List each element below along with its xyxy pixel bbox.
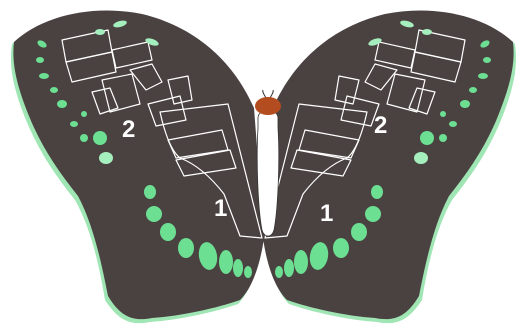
right-wing-spot	[284, 259, 294, 277]
left-wing-spot	[81, 111, 87, 117]
right-wing: 2 1	[263, 10, 516, 323]
left-wing-spot	[160, 223, 176, 241]
right-wing-spot	[478, 73, 488, 79]
right-wing-spot	[333, 238, 349, 258]
left-wing-spot	[95, 29, 105, 35]
left-wing-spot	[70, 121, 78, 127]
antenna-left	[263, 90, 266, 98]
left-region-label-1: 1	[214, 195, 227, 222]
left-wing-spot	[80, 134, 88, 142]
right-wing-spot	[294, 250, 308, 274]
right-region-label-2: 2	[374, 112, 387, 139]
right-wing-spot	[420, 131, 434, 145]
right-wing-spot	[460, 100, 470, 108]
right-wing-spot	[422, 29, 432, 35]
right-wing-spot	[351, 223, 367, 241]
right-wing-spot	[275, 266, 283, 278]
right-wing-spot	[469, 87, 477, 93]
right-wing-spot	[371, 185, 383, 199]
left-region-label-2: 2	[122, 116, 135, 143]
left-wing-spot	[146, 206, 162, 222]
left-wing-spot	[50, 87, 58, 93]
right-wing-spot	[440, 111, 446, 117]
left-wing-spot	[233, 259, 243, 277]
left-wing-spot	[93, 131, 107, 145]
left-wing-spot	[99, 152, 113, 164]
left-wing-spot	[39, 73, 49, 79]
right-region-label-1: 1	[320, 200, 333, 227]
right-wing-spot	[483, 57, 491, 63]
left-wing-spot	[178, 238, 194, 258]
antenna-right	[270, 90, 273, 98]
left-wing-spot	[144, 185, 156, 199]
left-wing-spot	[244, 266, 252, 278]
right-wing-spot	[365, 206, 381, 222]
left-wing: 2 1	[11, 10, 264, 323]
left-wing-spot	[57, 100, 67, 108]
right-wing-spot	[439, 134, 447, 142]
left-wing-spot	[36, 57, 44, 63]
head	[255, 97, 281, 115]
thorax	[257, 111, 279, 237]
right-wing-spot	[449, 121, 457, 127]
right-wing-spot	[414, 152, 428, 164]
left-wing-spot	[219, 250, 233, 274]
